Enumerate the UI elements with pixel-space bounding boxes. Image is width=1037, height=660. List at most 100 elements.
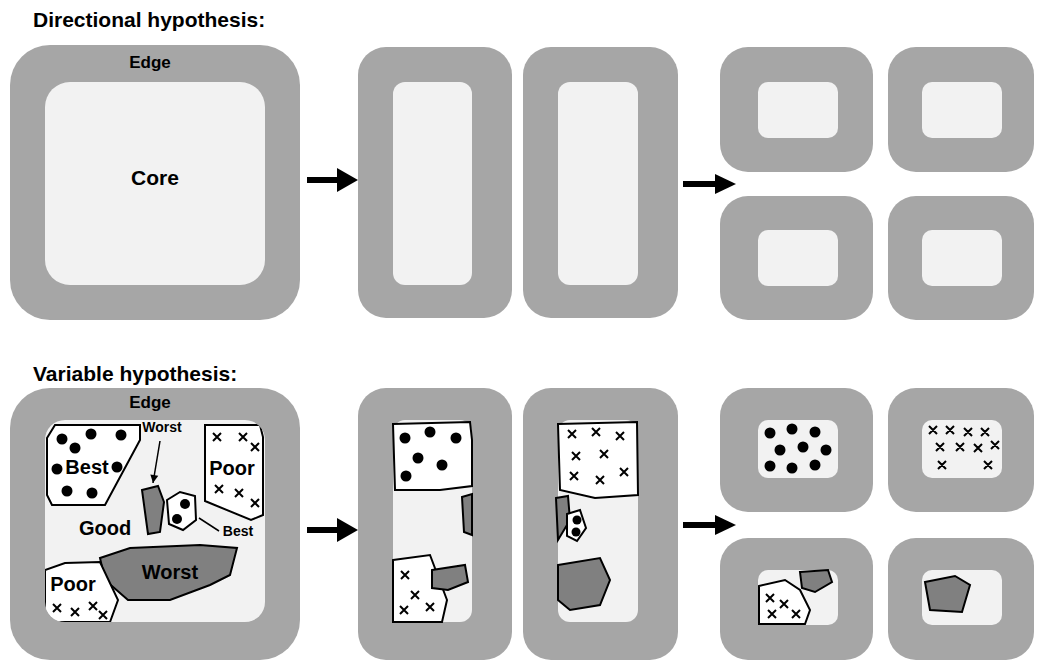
dot [180, 499, 190, 509]
dot [810, 460, 821, 471]
arrow-head [337, 168, 358, 192]
x-marks [929, 426, 999, 469]
core-region [758, 570, 838, 625]
edge-band [720, 388, 873, 512]
edge-band [358, 47, 512, 318]
dot [401, 471, 412, 482]
bottom-stage-three [720, 388, 1034, 660]
x-mark [235, 489, 243, 497]
arrow-shaft [307, 177, 340, 183]
core-region [758, 230, 838, 286]
bottom-arrows [307, 515, 736, 542]
bottom-stage-two-right [523, 388, 678, 660]
core-region [558, 82, 638, 285]
x-mark [215, 485, 223, 493]
node-label: Poor [209, 457, 255, 479]
worst-patch [432, 565, 468, 590]
dot [62, 486, 73, 497]
heading: Directional hypothesis: [33, 8, 265, 31]
arrow-shaft [683, 181, 718, 187]
dot [572, 528, 581, 537]
top-stage-three [720, 47, 1034, 320]
patch-outline [205, 425, 263, 520]
worst-patch [558, 558, 610, 610]
dot [112, 462, 123, 473]
dot [437, 460, 448, 471]
poor-patch [558, 422, 638, 498]
best-patch [167, 492, 196, 530]
worst-patch [462, 494, 472, 535]
leader-arrowhead [150, 474, 158, 483]
node-label: Core [131, 166, 179, 189]
patch-outline [45, 562, 118, 622]
dot [787, 463, 798, 474]
worst-patch [925, 576, 970, 612]
dot [70, 443, 81, 454]
worst-patch [800, 570, 832, 592]
x-mark [99, 611, 107, 619]
x-mark [71, 608, 79, 616]
worst-patch [142, 486, 164, 534]
dot [787, 424, 798, 435]
node-label: Best [65, 456, 108, 478]
node-label: Good [79, 517, 131, 539]
edge-band: EdgeGoodBestPoorWorstPoor [10, 388, 300, 660]
x-mark [239, 433, 247, 441]
edge-band [720, 538, 873, 660]
best-patch: Best [47, 423, 142, 508]
dot [775, 445, 786, 456]
core-region [758, 420, 838, 478]
node-label: Edge [129, 394, 171, 413]
node-label: Poor [50, 573, 96, 595]
x-marks [766, 594, 800, 618]
edge-band [358, 388, 512, 660]
dot [86, 429, 97, 440]
edge-band: EdgeCore [10, 45, 300, 320]
dot [765, 428, 776, 439]
edge-band [523, 388, 678, 660]
dot [451, 433, 462, 444]
arrow-head [337, 518, 358, 542]
x-marks [568, 428, 628, 484]
dot [413, 453, 424, 464]
top-arrows [307, 168, 736, 194]
x-mark [89, 602, 97, 610]
dot [821, 445, 832, 456]
dot [798, 442, 809, 453]
arrow-head [715, 174, 736, 194]
edge-band [888, 196, 1034, 320]
best-patch [567, 510, 586, 541]
core-region [922, 230, 1002, 286]
dot [810, 427, 821, 438]
arrow-head [715, 515, 736, 535]
edge-band [888, 388, 1034, 512]
dot [116, 430, 127, 441]
dot [765, 461, 776, 472]
x-mark [251, 499, 259, 507]
edge-band [720, 196, 873, 320]
patch-outline [47, 425, 140, 505]
patch-outline [100, 545, 237, 600]
node-label: Edge [129, 54, 171, 73]
arrow-shaft [307, 527, 340, 533]
leader-line [199, 518, 219, 531]
poor-patch: Poor [45, 560, 121, 622]
dot [400, 433, 411, 444]
edge-band [720, 47, 873, 172]
core-region: GoodBestPoorWorstPoor [45, 420, 265, 622]
x-mark [251, 443, 259, 451]
core-region [922, 82, 1002, 138]
worst-patch: Worst [98, 543, 240, 603]
edge-band [523, 47, 678, 318]
x-marks [400, 571, 434, 614]
x-mark [213, 433, 221, 441]
dot [52, 464, 63, 475]
poor-patch: Poor [205, 423, 265, 523]
heading: Variable hypothesis: [33, 362, 237, 385]
core-region [393, 420, 472, 622]
edge-band [888, 47, 1034, 172]
dot [57, 434, 68, 445]
core-region [558, 420, 638, 622]
dot [573, 516, 582, 525]
